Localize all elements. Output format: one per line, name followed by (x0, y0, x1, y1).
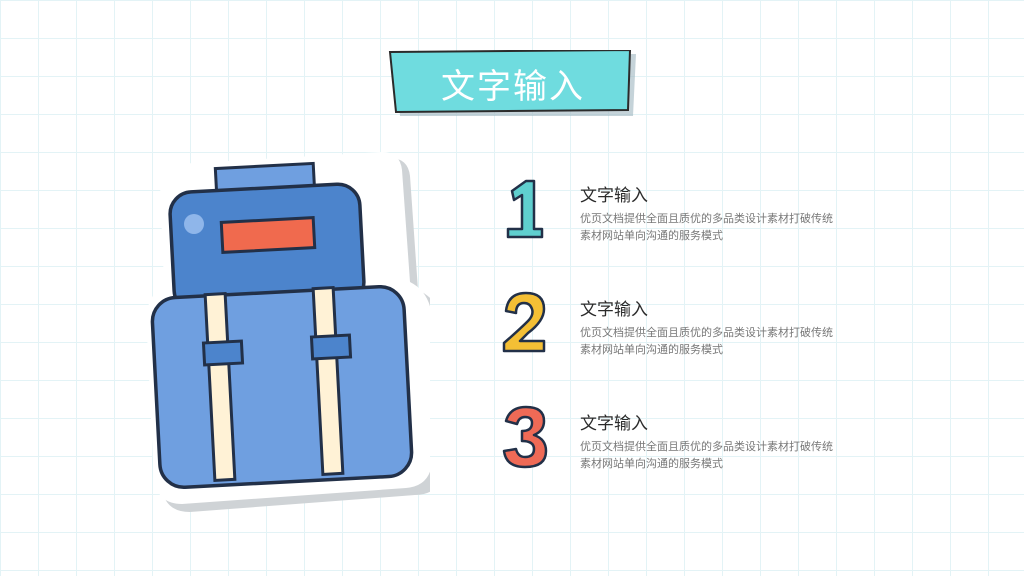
list-item-2: 文字输入 优页文档提供全面且质优的多品类设计素材打破传统素材网站单向沟通的服务模… (500, 291, 860, 375)
item-description: 优页文档提供全面且质优的多品类设计素材打破传统素材网站单向沟通的服务模式 (580, 440, 833, 470)
list-item-1: 文字输入 优页文档提供全面且质优的多品类设计素材打破传统素材网站单向沟通的服务模… (500, 179, 860, 261)
title-banner: 文字输入 (388, 50, 638, 116)
list-item-3: 文字输入 优页文档提供全面且质优的多品类设计素材打破传统素材网站单向沟通的服务模… (500, 405, 860, 489)
item-heading: 文字输入 (580, 186, 648, 206)
number-1-icon (500, 175, 550, 245)
item-heading: 文字输入 (580, 300, 648, 320)
item-description: 优页文档提供全面且质优的多品类设计素材打破传统素材网站单向沟通的服务模式 (580, 326, 833, 356)
number-3-icon (500, 403, 550, 473)
page-title: 文字输入 (441, 66, 585, 107)
number-2-icon (500, 289, 550, 359)
item-heading: 文字输入 (580, 414, 648, 434)
title-banner-shape (388, 50, 636, 116)
backpack-illustration (140, 150, 442, 524)
item-description: 优页文档提供全面且质优的多品类设计素材打破传统素材网站单向沟通的服务模式 (580, 212, 833, 242)
